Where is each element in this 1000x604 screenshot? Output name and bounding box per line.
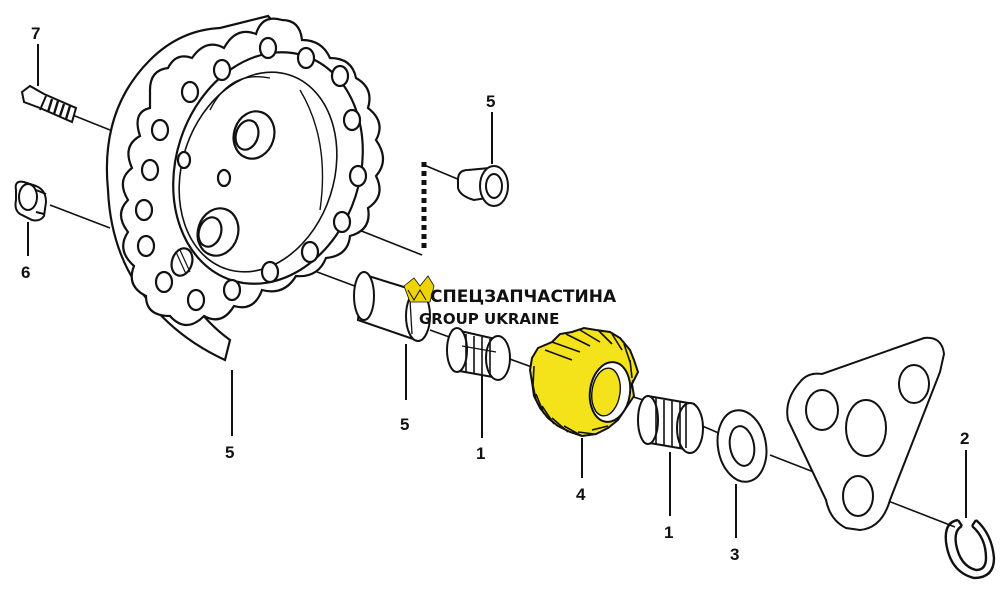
- callout-leader-lines: [27, 44, 967, 538]
- pin-part-5: [353, 271, 431, 342]
- callout-4: 4: [576, 485, 586, 504]
- callout-7: 7: [31, 24, 40, 43]
- callout-2: 2: [960, 429, 969, 448]
- washer-part-3: [716, 409, 768, 483]
- watermark-line-1: СПЕЦЗАПЧАСТИНА: [430, 287, 617, 307]
- needle-bearing-part-1-right: [637, 394, 704, 454]
- watermark: СПЕЦЗАПЧАСТИНА GROUP UKRAINE: [403, 275, 617, 328]
- callout-3: 3: [730, 545, 739, 564]
- needle-bearing-part-1-left: [446, 327, 511, 381]
- callout-5-bolt: 5: [486, 92, 495, 111]
- plug-part-6: [14, 180, 48, 222]
- dashed-guide-line: [421, 162, 461, 250]
- housing-flange-part-5: [105, 14, 385, 362]
- callout-5-pin: 5: [400, 415, 409, 434]
- callout-6: 6: [21, 263, 30, 282]
- callout-5-housing: 5: [225, 443, 234, 462]
- snap-ring-part-2: [944, 518, 996, 580]
- bolt-part-5-top: [457, 165, 509, 207]
- gear-part-4: [528, 326, 640, 438]
- bolt-part-7: [20, 84, 78, 124]
- callout-1-right: 1: [664, 523, 673, 542]
- callout-1-left: 1: [476, 444, 485, 463]
- triangular-plate: [786, 336, 946, 532]
- watermark-line-2: GROUP UKRAINE: [419, 310, 559, 328]
- watermark-logo-icon: [403, 275, 435, 303]
